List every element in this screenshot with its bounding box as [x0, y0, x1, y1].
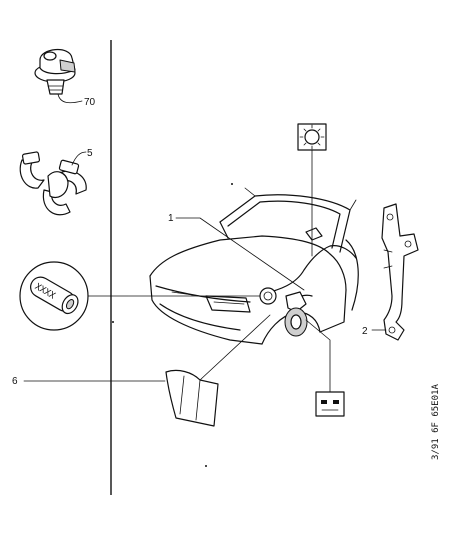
speck	[205, 465, 207, 467]
callout-5: 5	[87, 148, 93, 159]
marked-sleeve-icon	[259, 287, 277, 305]
connector-symbol-icon	[315, 391, 345, 417]
callout-6: 6	[12, 376, 18, 387]
leader-line-5	[71, 151, 87, 166]
support-bracket-icon	[381, 203, 419, 341]
speck	[231, 183, 233, 185]
lamp-symbol-icon	[297, 123, 327, 151]
leader-line-guard	[199, 314, 271, 381]
lamp-unit	[284, 291, 308, 337]
leader-line-connector	[305, 319, 331, 393]
push-in-clip-icon	[34, 49, 76, 95]
callout-2: 2	[362, 326, 368, 337]
split-ring-clip-icon	[19, 151, 87, 216]
leader-line-1	[175, 217, 305, 291]
speck	[112, 321, 114, 323]
marked-sleeve-detail: XXXX	[19, 261, 89, 331]
wiring-harness	[261, 245, 357, 295]
leader-line-70	[57, 93, 83, 104]
callout-70: 70	[84, 97, 96, 108]
car-front-outline-icon	[149, 187, 359, 345]
callout-1: 1	[168, 213, 174, 224]
reference-code: 3/91 6F 65E01A	[431, 384, 441, 460]
splash-guard-icon	[165, 369, 219, 427]
